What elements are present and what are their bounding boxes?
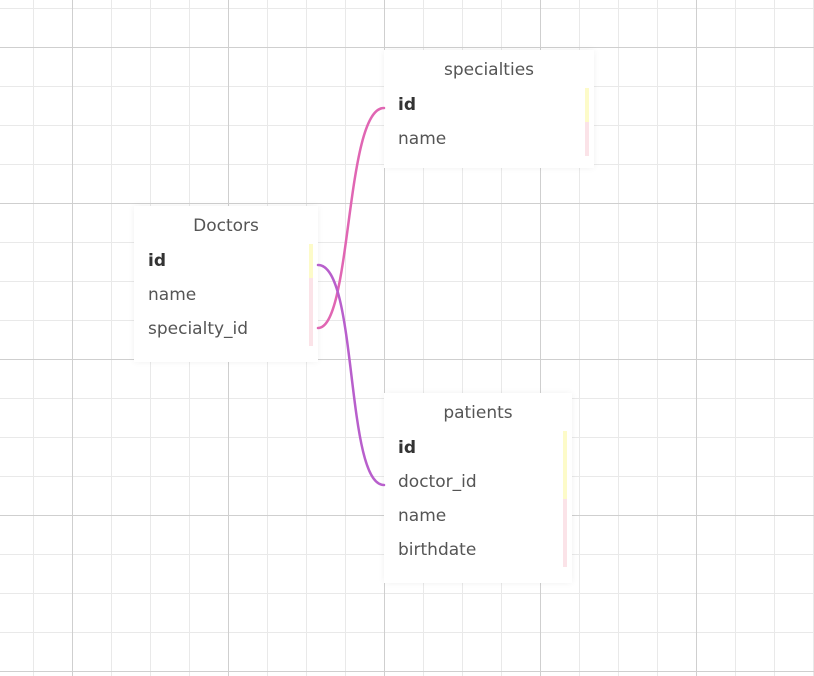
table-title: Doctors [193,216,259,236]
field-id[interactable]: id [384,88,594,122]
table-doctors[interactable]: Doctors id name specialty_id [134,206,318,362]
field-name[interactable]: name [384,499,572,533]
attribute-marker [563,499,567,533]
attribute-marker [585,122,589,156]
field-id[interactable]: id [384,431,572,465]
key-marker [563,465,567,499]
field-label: name [398,129,447,149]
key-marker [563,431,567,465]
key-marker [309,244,313,278]
field-doctor-id[interactable]: doctor_id [384,465,572,499]
field-name[interactable]: name [384,122,594,156]
attribute-marker [309,278,313,312]
field-label: specialty_id [148,319,249,339]
table-title: patients [443,403,513,423]
attribute-marker [309,312,313,346]
field-label: name [148,285,197,305]
field-specialty-id[interactable]: specialty_id [134,312,318,346]
field-label: birthdate [398,540,477,560]
attribute-marker [563,533,567,567]
table-title: specialties [443,60,535,80]
field-label: id [398,95,416,115]
field-name[interactable]: name [134,278,318,312]
field-label: doctor_id [398,472,477,492]
relation-doctor-link [316,263,386,487]
key-marker [585,88,589,122]
field-label: id [148,251,166,271]
field-label: id [398,438,416,458]
table-patients[interactable]: patients id doctor_id name birthdate [384,393,572,583]
field-birthdate[interactable]: birthdate [384,533,572,567]
field-label: name [398,506,447,526]
table-specialties[interactable]: specialties id name [384,50,594,168]
field-id[interactable]: id [134,244,318,278]
relation-specialty-link [316,106,386,330]
